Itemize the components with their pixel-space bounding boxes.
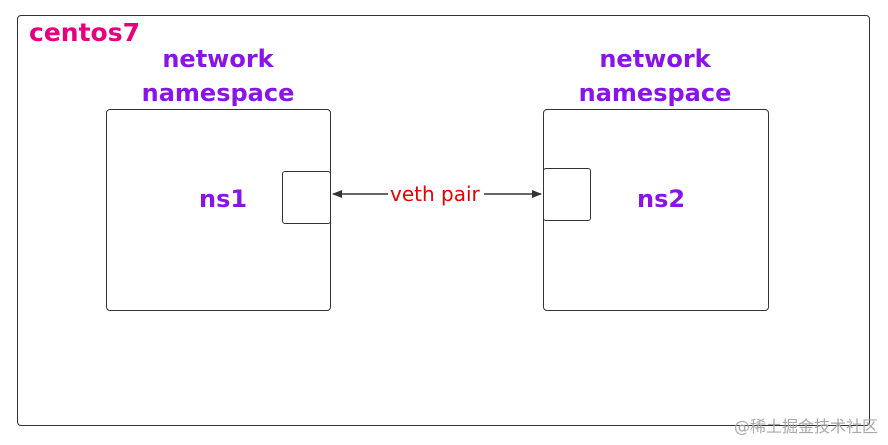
host-title: centos7 [29, 18, 140, 47]
watermark: @稀土掘金技术社区 [733, 417, 878, 436]
ns1-caption-line2: namespace [141, 79, 295, 107]
ns2-label: ns2 [637, 185, 686, 213]
ns2-caption-line2: namespace [578, 79, 732, 107]
ns2-caption: network namespace [545, 42, 765, 110]
ns1-caption: network namespace [108, 42, 328, 110]
host-machine-box [17, 15, 870, 426]
ns1-caption-line1: network [162, 45, 274, 73]
ns1-label: ns1 [199, 185, 248, 213]
ns1-veth-port [282, 171, 331, 224]
veth-pair-label: veth pair [388, 182, 482, 206]
ns2-caption-line1: network [599, 45, 711, 73]
ns2-veth-port [543, 168, 591, 221]
